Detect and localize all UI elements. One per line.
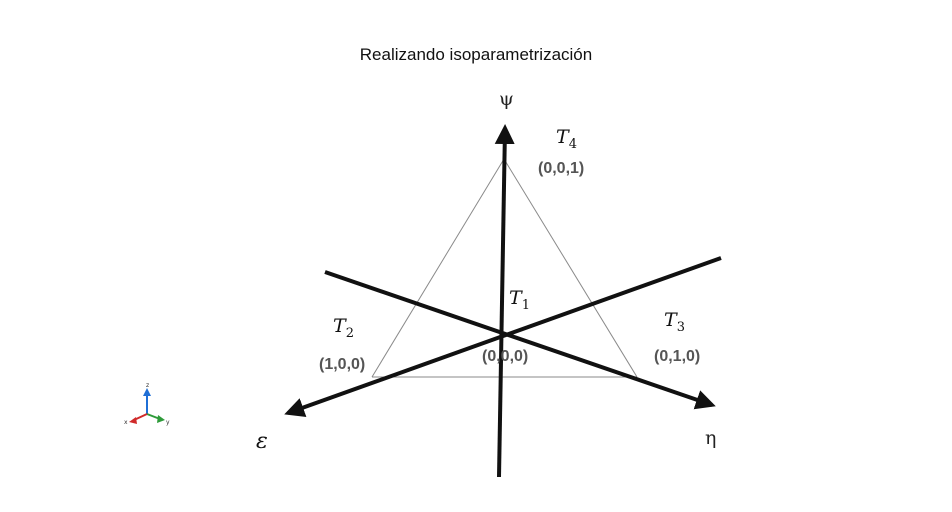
psi-axis — [494, 124, 515, 478]
node-t4-label: T4 — [556, 126, 577, 152]
diagram-title: Realizando isoparametrización — [359, 45, 593, 64]
tetrahedron-edges — [371, 158, 638, 378]
node-t4-coord: (0,0,1) — [538, 160, 584, 177]
node-t2-label: T2 — [333, 315, 354, 341]
eta-axis-label: η — [705, 427, 716, 449]
orientation-gizmo: z y x — [124, 382, 170, 426]
gizmo-y-label: y — [166, 419, 170, 426]
gizmo-z-label: z — [146, 382, 149, 389]
gizmo-x-label: x — [124, 419, 128, 426]
node-t3-coord: (0,1,0) — [654, 348, 700, 365]
node-t1-label: T1 — [509, 287, 530, 313]
psi-axis-label: ψ — [499, 88, 514, 110]
eta-axis — [324, 270, 716, 410]
edge-t4-t3 — [503, 158, 638, 378]
epsilon-axis — [284, 256, 722, 418]
edge-t4-t2 — [371, 158, 505, 378]
node-t1-coord: (0,0,0) — [482, 348, 528, 365]
node-t2-coord: (1,0,0) — [319, 356, 365, 373]
axes — [284, 124, 722, 478]
node-t3-label: T3 — [664, 309, 685, 335]
epsilon-axis-label: ε — [256, 429, 268, 454]
